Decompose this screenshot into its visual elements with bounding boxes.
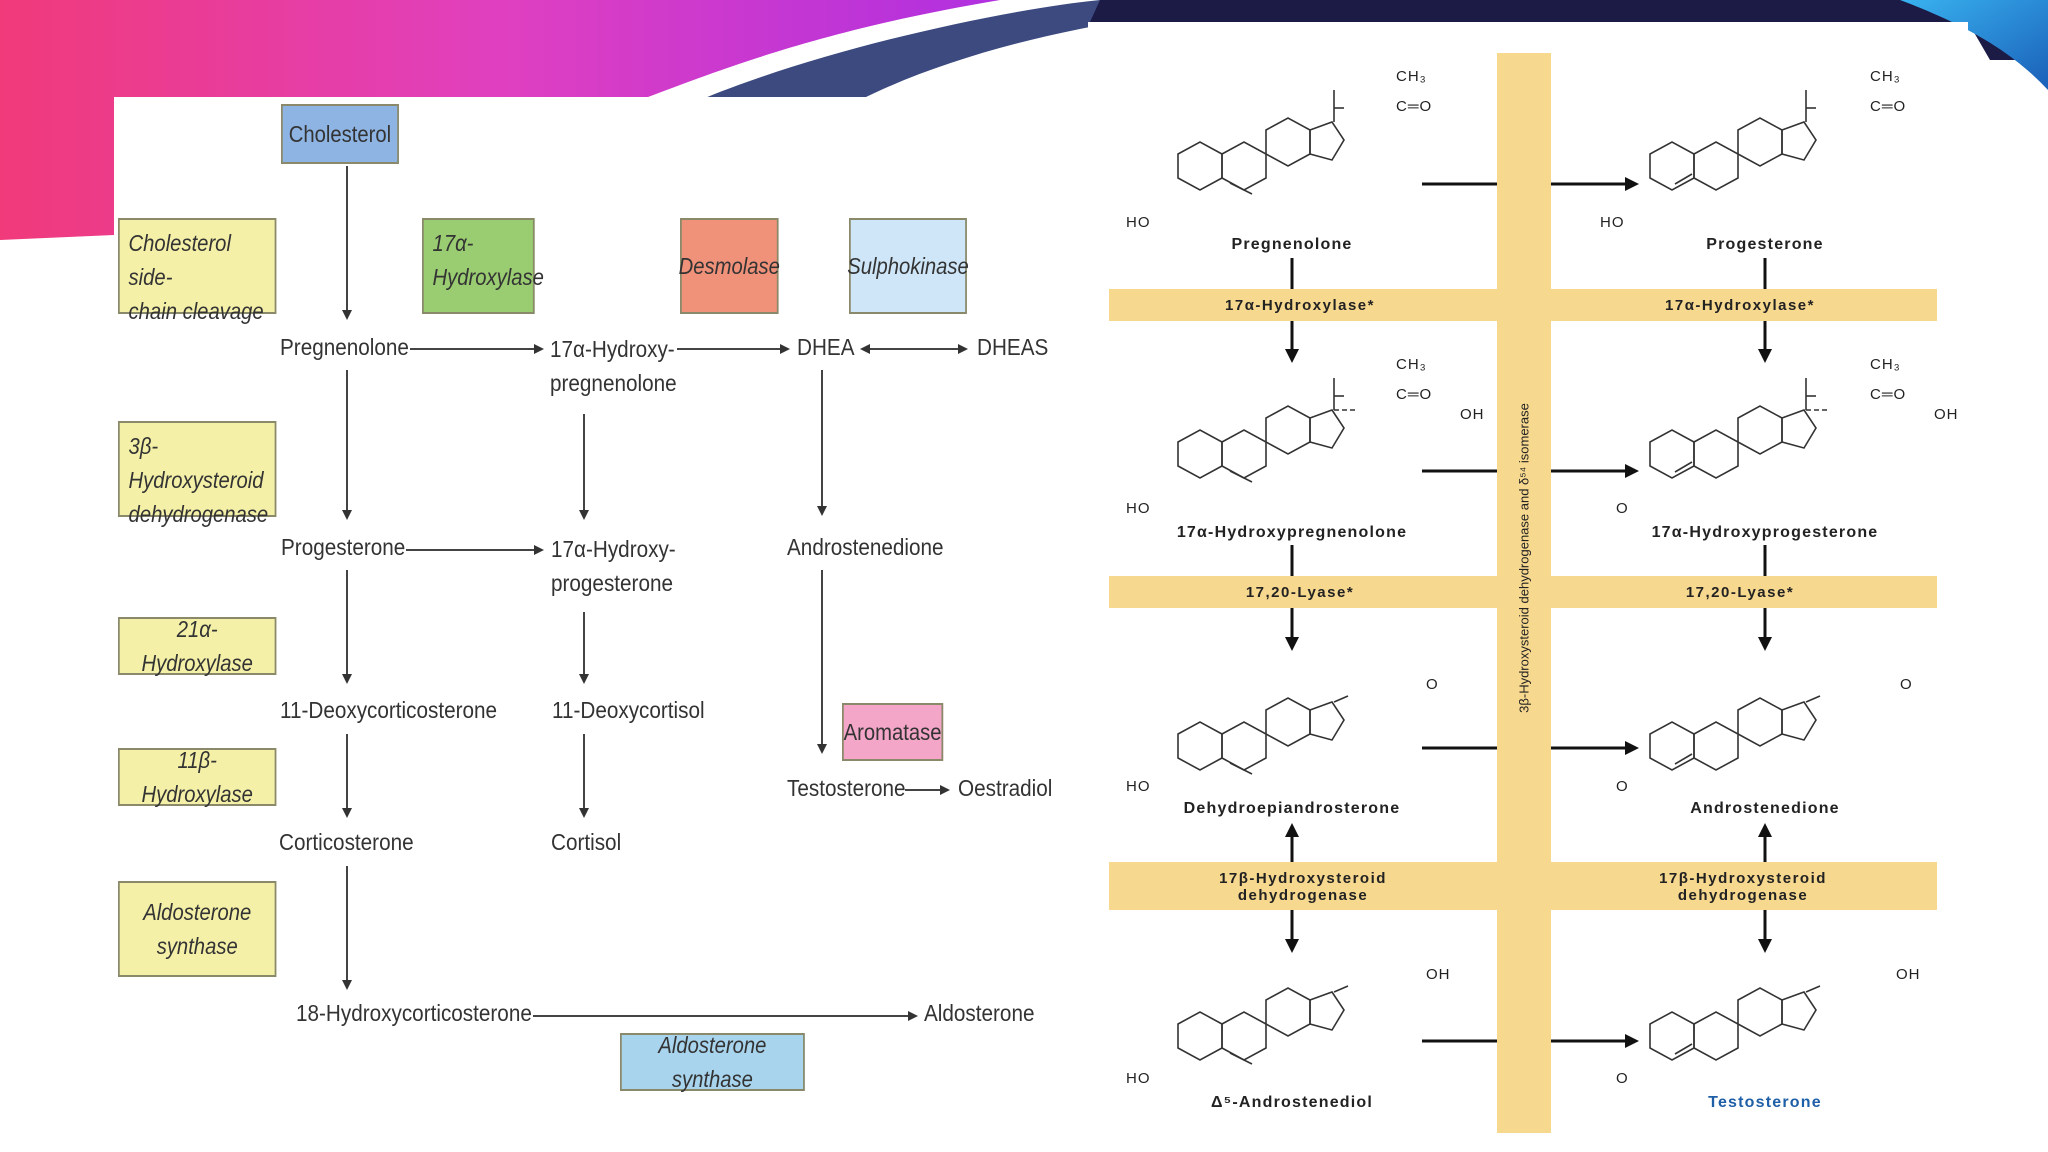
aldosterone-synthase-bottom-box: Aldosterone synthase xyxy=(620,1032,805,1092)
o-label-5: O xyxy=(1426,676,1439,693)
dhea-label: DHEA xyxy=(797,334,855,360)
17a-hydroxyprogesterone-label: 17α-Hydroxy- progesterone xyxy=(551,536,676,596)
ch3-label-1: CH₃ xyxy=(1396,68,1427,85)
steroid-structure-pregnenolone xyxy=(1177,90,1345,195)
11-deoxycortisol-label: 11-Deoxycortisol xyxy=(552,697,705,723)
r-dhea-label: Dehydroepiandrosterone xyxy=(1183,800,1401,817)
oestradiol-label: Oestradiol xyxy=(958,775,1053,801)
ch3-label-3: CH₃ xyxy=(1396,356,1427,373)
cholesterol-label: Cholesterol xyxy=(288,121,392,147)
testosterone-label: Testosterone xyxy=(787,775,906,801)
r-progesterone-label: Progesterone xyxy=(1706,236,1824,253)
corticosterone-label: Corticosterone xyxy=(279,829,414,855)
11b-hydroxylase-box: 11β-Hydroxylase xyxy=(118,747,277,807)
o-label-8: O xyxy=(1616,1070,1629,1087)
ho-label-3: HO xyxy=(1126,500,1151,517)
cortisol-label: Cortisol xyxy=(551,829,622,855)
band-17b-hsd-left: 17β-Hydroxysteroid dehydrogenase xyxy=(1219,870,1387,904)
17a-hydroxylase-line1: 17α- xyxy=(432,230,474,256)
band-17b-hsd-right: 17β-Hydroxysteroid dehydrogenase xyxy=(1659,870,1827,904)
band-17-20-lyase-left: 17,20-Lyase* xyxy=(1245,584,1355,601)
17a-hydroxylase-box: 17α- Hydroxylase xyxy=(422,218,544,314)
steroid-structure-17a-hydroxyprogesterone xyxy=(1649,378,1828,479)
carbonyl-label-1: C═O xyxy=(1396,98,1433,115)
ch3-label-2: CH₃ xyxy=(1870,68,1901,85)
r-pregnenolone-label: Pregnenolone xyxy=(1231,236,1353,253)
r-17a-hydroxyprogesterone-label: 17α-Hydroxyprogesterone xyxy=(1651,524,1879,541)
11b-hydroxylase-label: 11β-Hydroxylase xyxy=(141,747,253,807)
desmolase-box: Desmolase xyxy=(678,218,780,314)
cholesterol-box: Cholesterol xyxy=(281,104,399,164)
oh-label-7: OH xyxy=(1426,966,1451,983)
ho-label-1: HO xyxy=(1126,214,1151,231)
aldosterone-synthase-box: Aldosterone synthase xyxy=(118,881,277,977)
oh-label-4: OH xyxy=(1934,406,1959,423)
steroid-structure-17a-hydroxypregnenolone xyxy=(1177,378,1356,483)
ch3-label-4: CH₃ xyxy=(1870,356,1901,373)
steroid-structure-androstenedione xyxy=(1649,695,1821,771)
carbonyl-label-3: C═O xyxy=(1396,386,1433,403)
desmolase-label: Desmolase xyxy=(678,253,780,279)
steroid-structure-androstenediol xyxy=(1177,985,1349,1065)
ho-label-2: HO xyxy=(1600,214,1625,231)
vertical-3b-hsd-band xyxy=(1497,53,1551,1133)
side-chain-cleavage-line1: Cholesterol side- xyxy=(128,230,231,290)
3b-hsd-line2: dehydrogenase xyxy=(128,501,269,527)
androstenedione-label: Androstenedione xyxy=(787,534,944,560)
band-17a-hydroxylase-right: 17α-Hydroxylase* xyxy=(1665,297,1815,314)
o-label-6b: O xyxy=(1616,778,1629,795)
cholesterol-side-chain-cleavage-box: Cholesterol side- chain cleavage xyxy=(118,218,277,324)
oh-label-8: OH xyxy=(1896,966,1921,983)
dheas-label: DHEAS xyxy=(977,334,1049,360)
oh-label-3: OH xyxy=(1460,406,1485,423)
sulphokinase-box: Sulphokinase xyxy=(847,218,969,314)
aldosterone-label: Aldosterone xyxy=(924,1000,1035,1026)
ho-label-5: HO xyxy=(1126,778,1151,795)
21a-hydroxylase-box: 21α-Hydroxylase xyxy=(118,616,277,676)
band-17-20-lyase-right: 17,20-Lyase* xyxy=(1685,584,1795,601)
carbonyl-label-4: C═O xyxy=(1870,386,1907,403)
carbonyl-label-2: C═O xyxy=(1870,98,1907,115)
r-17a-hydroxypregnenolone-label: 17α-Hydroxypregnenolone xyxy=(1176,524,1408,541)
o-label-4: O xyxy=(1616,500,1629,517)
steroid-structure-dhea xyxy=(1177,695,1349,775)
sulphokinase-label: Sulphokinase xyxy=(847,253,969,279)
21a-hydroxylase-label: 21α-Hydroxylase xyxy=(141,616,253,676)
3b-hsd-box: 3β-Hydroxysteroid dehydrogenase xyxy=(118,421,277,527)
18-hydroxycorticosterone-label: 18-Hydroxycorticosterone xyxy=(296,1000,532,1026)
r-androstenediol-label: Δ⁵-Androstenediol xyxy=(1210,1094,1374,1111)
steroid-structure-progesterone xyxy=(1649,90,1817,191)
aromatase-label: Aromatase xyxy=(843,719,942,745)
o-label-6: O xyxy=(1900,676,1913,693)
progesterone-label: Progesterone xyxy=(281,534,406,560)
steroid-structure-testosterone xyxy=(1649,985,1821,1061)
aldosterone-synthase-bottom-label: Aldosterone synthase xyxy=(658,1032,767,1092)
ho-label-7: HO xyxy=(1126,1070,1151,1087)
side-chain-cleavage-line2: chain cleavage xyxy=(128,298,264,324)
pregnenolone-label: Pregnenolone xyxy=(280,334,409,360)
3b-hsd-line1: 3β-Hydroxysteroid xyxy=(128,433,264,493)
aromatase-box: Aromatase xyxy=(842,703,944,761)
band-17a-hydroxylase-left: 17α-Hydroxylase* xyxy=(1225,297,1375,314)
11-deoxycorticosterone-label: 11-Deoxycorticosterone xyxy=(280,697,498,723)
r-testosterone-label: Testosterone xyxy=(1708,1094,1822,1111)
17a-hydroxypregnenolone-label: 17α-Hydroxy- pregnenolone xyxy=(550,336,677,396)
r-androstenedione-label: Androstenedione xyxy=(1690,800,1840,817)
aldosterone-synthase-line2: synthase xyxy=(156,933,238,959)
aldosterone-synthase-line1: Aldosterone xyxy=(143,899,252,925)
